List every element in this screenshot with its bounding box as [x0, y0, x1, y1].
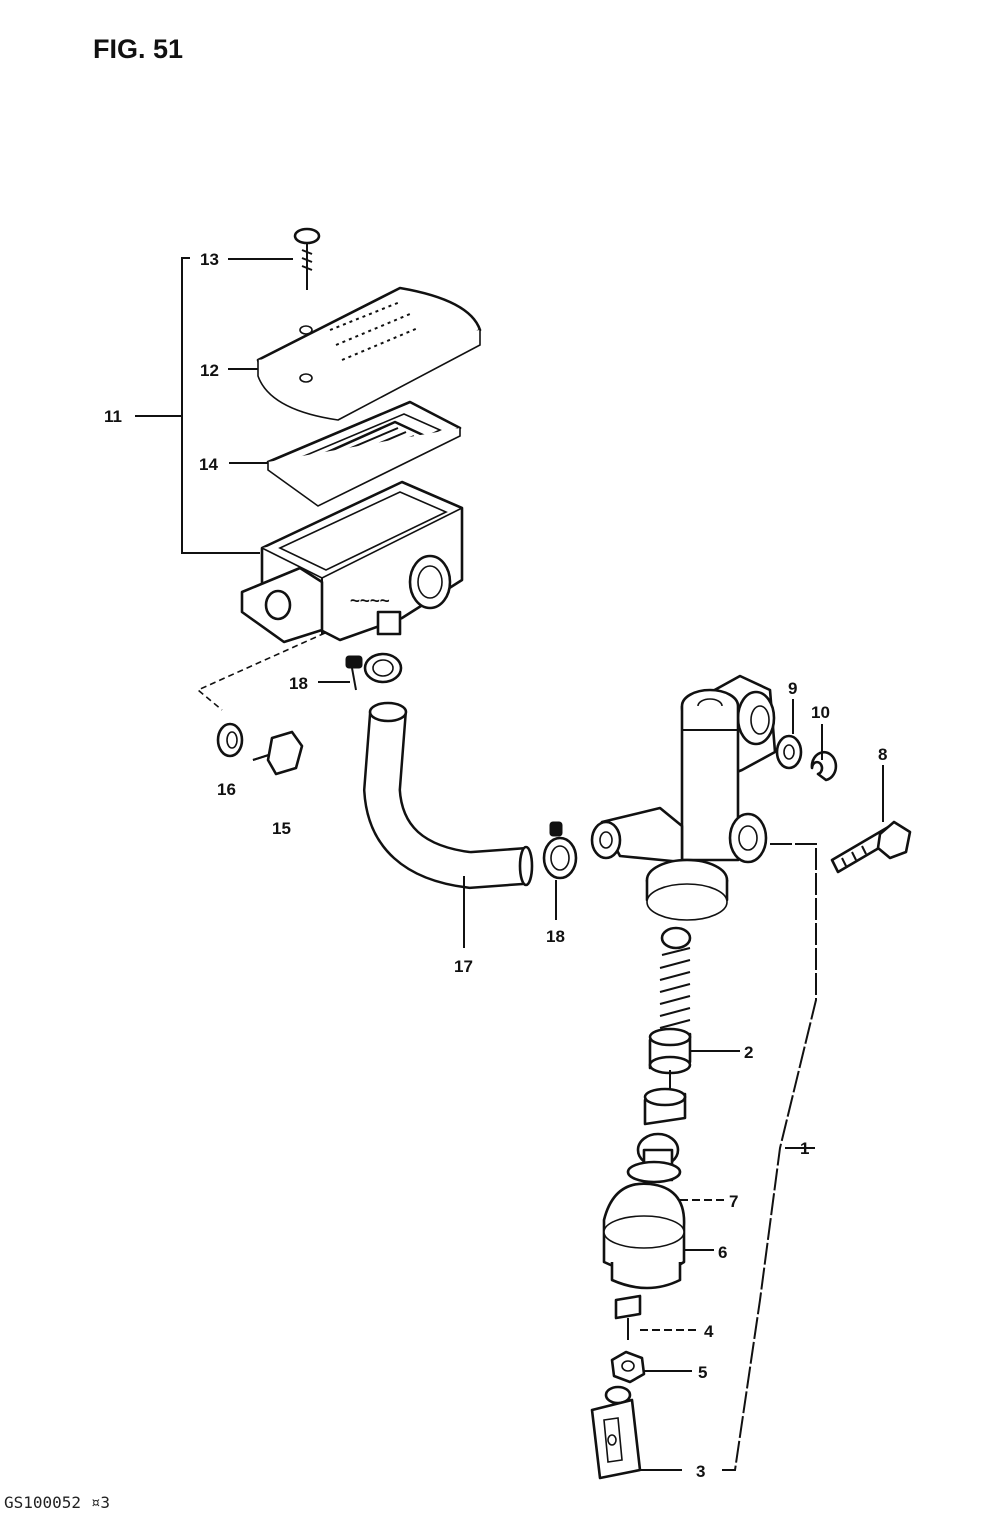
bracket-11 — [181, 257, 260, 554]
callout-9: 9 — [788, 679, 797, 698]
callout-17: 17 — [454, 957, 473, 976]
callout-18-lower: 18 — [546, 927, 565, 946]
callout-15: 15 — [272, 819, 291, 838]
callout-16: 16 — [217, 780, 236, 799]
callout-18-top: 18 — [289, 674, 308, 693]
callout-labels: 1 2 3 4 5 6 7 8 9 10 11 12 13 14 15 16 1… — [104, 250, 887, 1481]
mount-dash — [196, 632, 326, 711]
washer-9 — [775, 699, 803, 770]
bracket-1 — [722, 843, 817, 1471]
hose-17 — [362, 701, 534, 948]
callout-3: 3 — [696, 1462, 705, 1481]
nut-5 — [610, 1350, 692, 1384]
reservoir-body: ~~~~ — [240, 480, 464, 644]
push-rod-4 — [614, 1294, 696, 1340]
callout-2: 2 — [744, 1043, 753, 1062]
clamp-18-lower — [542, 821, 578, 920]
callout-8: 8 — [878, 745, 887, 764]
bolt-8 — [830, 765, 912, 874]
screw-13 — [293, 227, 321, 290]
clevis-3 — [590, 1385, 682, 1480]
callout-5: 5 — [698, 1363, 707, 1382]
diaphragm-14 — [266, 400, 462, 507]
figure-code: GS100052 ¤3 — [4, 1493, 110, 1512]
master-cylinder-1 — [590, 674, 777, 921]
callout-1: 1 — [800, 1139, 809, 1158]
callout-12: 12 — [200, 361, 219, 380]
spring-piston-2 — [643, 926, 740, 1126]
callout-11: 11 — [104, 407, 122, 426]
clamp-18-top — [345, 652, 403, 691]
callout-13: 13 — [200, 250, 219, 269]
callout-14: 14 — [199, 455, 218, 474]
dust-boot-6 — [602, 1182, 714, 1290]
svg-text:~~~~: ~~~~ — [350, 591, 390, 610]
callout-4: 4 — [704, 1322, 714, 1341]
reservoir-assembly: ~~~~ — [135, 227, 482, 776]
bolt-15 — [252, 730, 304, 776]
callout-6: 6 — [718, 1243, 727, 1262]
callout-7: 7 — [729, 1192, 738, 1211]
figure-title: FIG. 51 — [93, 34, 183, 64]
callout-10: 10 — [811, 703, 830, 722]
washer-10 — [810, 724, 838, 782]
reservoir-cap-12 — [256, 286, 482, 421]
piston-seal-7 — [626, 1132, 726, 1201]
washer-16 — [216, 722, 244, 758]
